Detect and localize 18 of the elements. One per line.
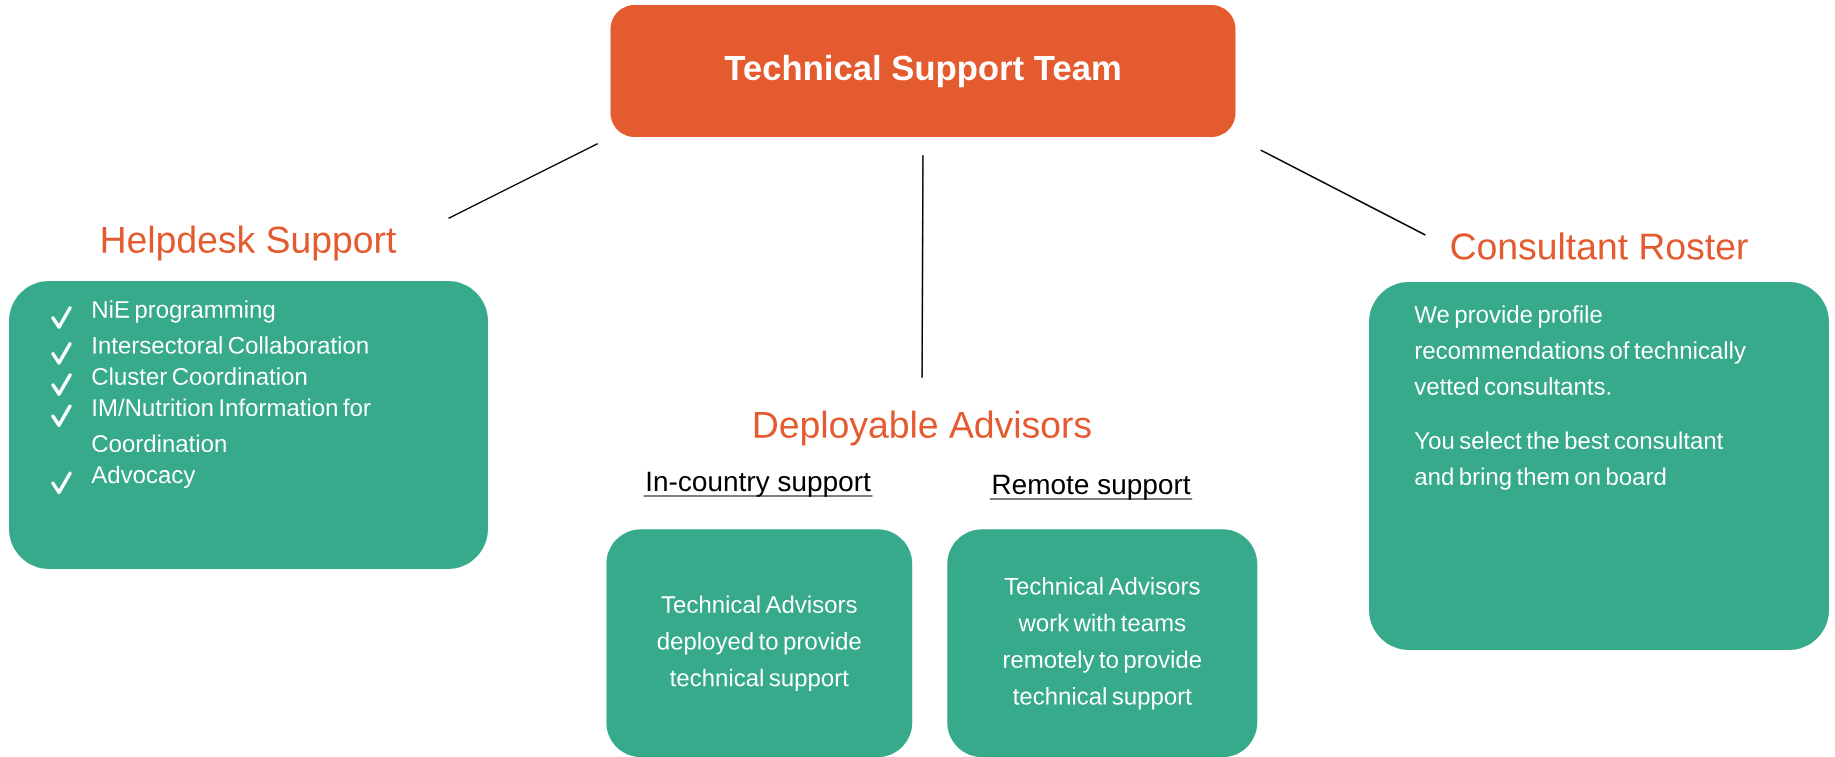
section-heading: Consultant Roster — [1451, 232, 1748, 260]
connector-line — [921, 154, 924, 379]
list-item: Advocacy — [91, 465, 196, 488]
section-heading: Helpdesk Support — [102, 225, 397, 261]
list-item: Cluster Coordination — [92, 367, 307, 385]
paragraph: We provide profile recommendations of technically vetted consultants. — [1414, 305, 1746, 395]
sub-heading: In-country support — [643, 471, 874, 497]
sub-heading: Remote support — [989, 474, 1193, 500]
connector-line — [447, 142, 599, 220]
info-box: Technical Advisors deployed to provide technical support — [606, 529, 913, 757]
list-item: NiE programming — [93, 300, 275, 323]
info-box: Technical Advisors work with teams remotely to provide technical support — [947, 529, 1258, 757]
paragraph: You select the best consultant and bring them on board — [1414, 431, 1724, 490]
title-box: Technical Support Team — [610, 5, 1236, 137]
list-item: IM/Nutrition Information for Coordination — [92, 398, 371, 453]
list-item: Intersectoral Collaboration — [93, 336, 368, 354]
section-heading: Deployable Advisors — [754, 410, 1091, 446]
connector-line — [1259, 149, 1427, 236]
